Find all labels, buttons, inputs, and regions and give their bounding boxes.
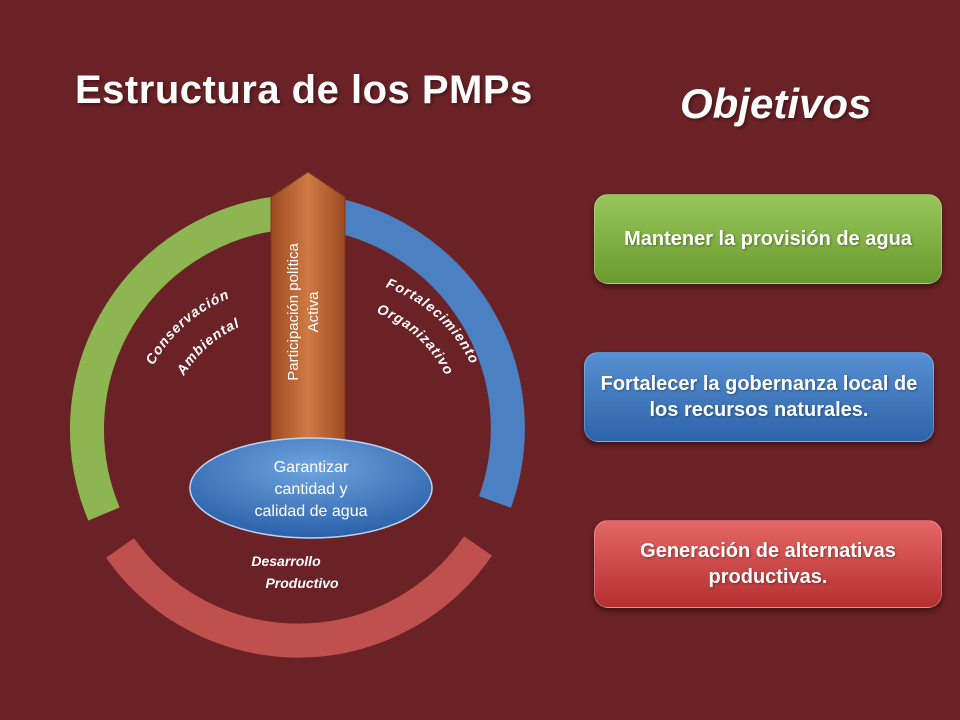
center-label-line3: calidad de agua [255, 503, 368, 520]
center-label-line2: cantidad y [275, 481, 348, 498]
page-title: Estructura de los PMPs [75, 68, 533, 112]
objective-water-provision: Mantener la provisión de agua [594, 194, 942, 284]
arrow-label: Participación política Activa [285, 243, 322, 381]
arrow-label-line2: Activa [305, 291, 322, 333]
red-arc-segment [106, 536, 493, 658]
red-segment-label-line2: Productivo [265, 575, 339, 591]
blue-segment-label-line2: Organizativo [375, 301, 458, 378]
objective-governance: Fortalecer la gobernanza local de los re… [584, 352, 934, 442]
objectives-heading: Objetivos [680, 80, 872, 127]
red-segment-label-line1: Desarrollo [251, 553, 321, 569]
center-label-line1: Garantizar [274, 459, 349, 476]
green-arc-segment [69, 195, 293, 521]
objective-productive-alternatives: Generación de alternativas productivas. [594, 520, 942, 608]
arrow-label-line1: Participación política [285, 243, 302, 381]
blue-arc-segment [314, 195, 525, 508]
center-ellipse [189, 437, 433, 539]
